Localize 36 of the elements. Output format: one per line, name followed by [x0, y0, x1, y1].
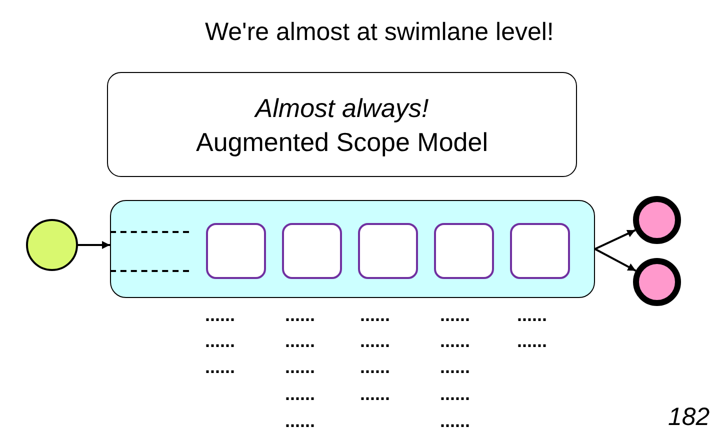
placeholder-text: ......	[440, 330, 470, 352]
box-title: Augmented Scope Model	[196, 126, 488, 158]
placeholder-text: ......	[285, 410, 316, 432]
process-box	[510, 223, 570, 279]
placeholder-text: ......	[285, 330, 316, 352]
placeholder-text: ......	[360, 356, 390, 378]
text-box	[107, 72, 577, 177]
placeholder-text: ......	[285, 304, 316, 326]
placeholder-text: ......	[440, 356, 470, 378]
placeholder-text: ......	[360, 304, 390, 326]
placeholder-text: ......	[440, 383, 470, 405]
placeholder-text: ......	[440, 410, 470, 432]
process-box	[206, 223, 266, 279]
arrow	[594, 248, 636, 272]
process-box	[434, 223, 494, 279]
process-box	[282, 223, 342, 279]
placeholder-text: ......	[517, 330, 548, 352]
placeholder-text: ......	[285, 383, 316, 405]
placeholder-text: ......	[205, 330, 236, 352]
page-number: 182	[668, 403, 710, 431]
placeholder-text: ......	[205, 356, 236, 378]
placeholder-text: ......	[517, 304, 548, 326]
title: We're almost at swimlane level!	[205, 18, 554, 47]
end-circle	[633, 196, 681, 244]
placeholder-text: ......	[360, 330, 390, 352]
placeholder-text: ......	[440, 304, 470, 326]
process-box	[358, 223, 418, 279]
placeholder-text: ......	[285, 356, 316, 378]
end-circle	[633, 258, 681, 306]
arrow	[594, 229, 636, 250]
process-container	[110, 200, 595, 298]
placeholder-text: ......	[360, 383, 390, 405]
placeholder-text: ......	[205, 304, 236, 326]
emphasis-text: Almost always!	[255, 92, 429, 124]
start-circle	[26, 219, 78, 271]
arrow	[78, 241, 110, 249]
